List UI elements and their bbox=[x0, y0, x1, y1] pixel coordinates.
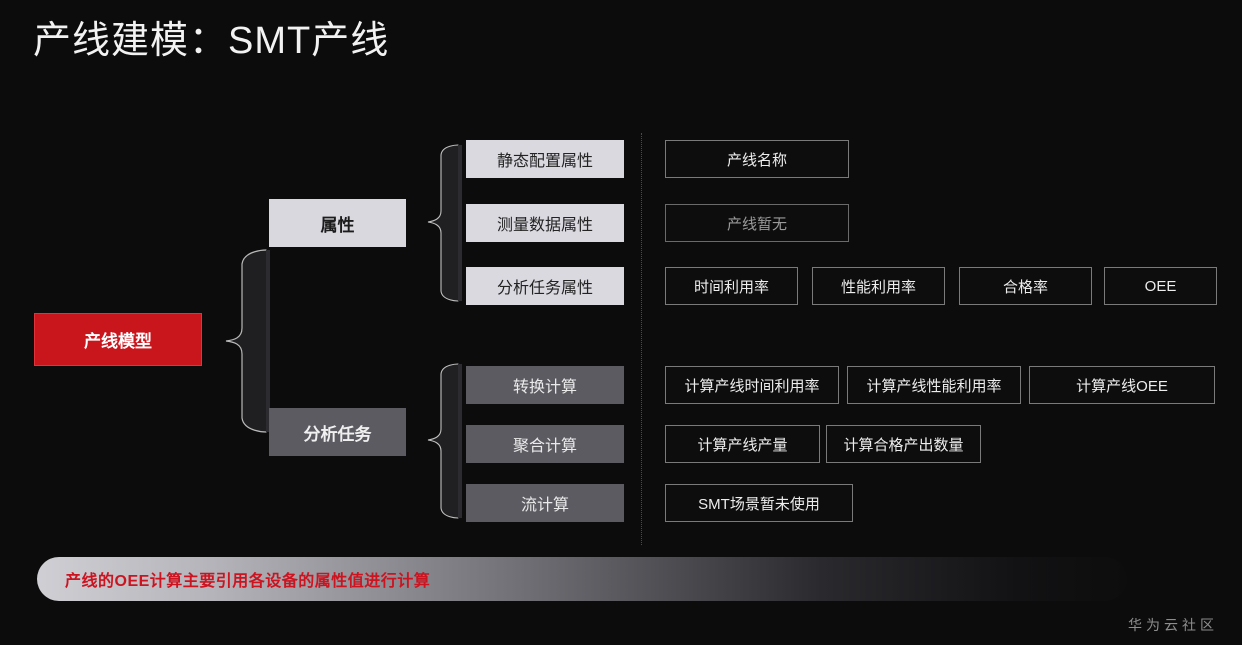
detail-line-name[interactable]: 产线名称 bbox=[665, 140, 849, 178]
brace-root bbox=[206, 248, 278, 434]
node-attr-measure[interactable]: 测量数据属性 bbox=[466, 204, 624, 242]
brace-analysis-task bbox=[424, 362, 468, 520]
detail-line-name-label: 产线名称 bbox=[726, 151, 787, 169]
detail-time-utilization[interactable]: 时间利用率 bbox=[665, 267, 798, 305]
detail-calc-performance-utilization[interactable]: 计算产线性能利用率 bbox=[847, 366, 1021, 404]
node-task-stream[interactable]: 流计算 bbox=[466, 484, 624, 522]
detail-calc-oee[interactable]: 计算产线OEE bbox=[1029, 366, 1215, 404]
page-title: 产线建模：SMT产线 bbox=[33, 20, 390, 62]
node-task-stream-label: 流计算 bbox=[520, 497, 569, 514]
node-attr-static[interactable]: 静态配置属性 bbox=[466, 140, 624, 178]
node-branch-analysis-task[interactable]: 分析任务 bbox=[269, 408, 406, 456]
detail-calc-output-label: 计算产线产量 bbox=[697, 436, 788, 454]
detail-calc-qualified-output[interactable]: 计算合格产出数量 bbox=[826, 425, 981, 463]
detail-time-utilization-label: 时间利用率 bbox=[693, 278, 769, 296]
detail-oee[interactable]: OEE bbox=[1104, 267, 1217, 305]
detail-pass-rate[interactable]: 合格率 bbox=[959, 267, 1092, 305]
detail-smt-unused-label: SMT场景暂未使用 bbox=[698, 495, 820, 513]
note-banner: 产线的OEE计算主要引用各设备的属性值进行计算 bbox=[37, 557, 1127, 601]
note-banner-text: 产线的OEE计算主要引用各设备的属性值进行计算 bbox=[65, 573, 431, 590]
node-branch-analysis-task-label: 分析任务 bbox=[303, 424, 372, 444]
node-root[interactable]: 产线模型 bbox=[34, 313, 202, 366]
detail-calc-qualified-output-label: 计算合格产出数量 bbox=[843, 436, 964, 454]
detail-line-none[interactable]: 产线暂无 bbox=[665, 204, 849, 242]
node-branch-attributes-label: 属性 bbox=[320, 215, 355, 235]
detail-oee-label: OEE bbox=[1144, 277, 1177, 295]
detail-performance-utilization[interactable]: 性能利用率 bbox=[812, 267, 945, 305]
node-task-aggregate[interactable]: 聚合计算 bbox=[466, 425, 624, 463]
node-attr-analysis-label: 分析任务属性 bbox=[496, 280, 593, 297]
detail-calc-performance-utilization-label: 计算产线性能利用率 bbox=[866, 377, 1002, 395]
detail-pass-rate-label: 合格率 bbox=[1002, 278, 1048, 296]
detail-calc-time-utilization-label: 计算产线时间利用率 bbox=[684, 377, 820, 395]
node-task-aggregate-label: 聚合计算 bbox=[512, 438, 577, 455]
node-root-label: 产线模型 bbox=[84, 332, 152, 351]
detail-smt-unused[interactable]: SMT场景暂未使用 bbox=[665, 484, 853, 522]
detail-calc-oee-label: 计算产线OEE bbox=[1076, 377, 1168, 395]
brace-attributes bbox=[424, 143, 468, 303]
detail-line-none-label: 产线暂无 bbox=[726, 215, 787, 233]
node-task-transform[interactable]: 转换计算 bbox=[466, 366, 624, 404]
node-attr-measure-label: 测量数据属性 bbox=[496, 217, 593, 234]
detail-performance-utilization-label: 性能利用率 bbox=[840, 278, 916, 296]
detail-calc-output[interactable]: 计算产线产量 bbox=[665, 425, 820, 463]
node-attr-static-label: 静态配置属性 bbox=[496, 153, 593, 170]
detail-calc-time-utilization[interactable]: 计算产线时间利用率 bbox=[665, 366, 839, 404]
column-divider bbox=[641, 133, 643, 545]
node-branch-attributes[interactable]: 属性 bbox=[269, 199, 406, 247]
node-task-transform-label: 转换计算 bbox=[512, 379, 577, 396]
footer-brand: 华为云社区 bbox=[1128, 617, 1218, 633]
node-attr-analysis[interactable]: 分析任务属性 bbox=[466, 267, 624, 305]
